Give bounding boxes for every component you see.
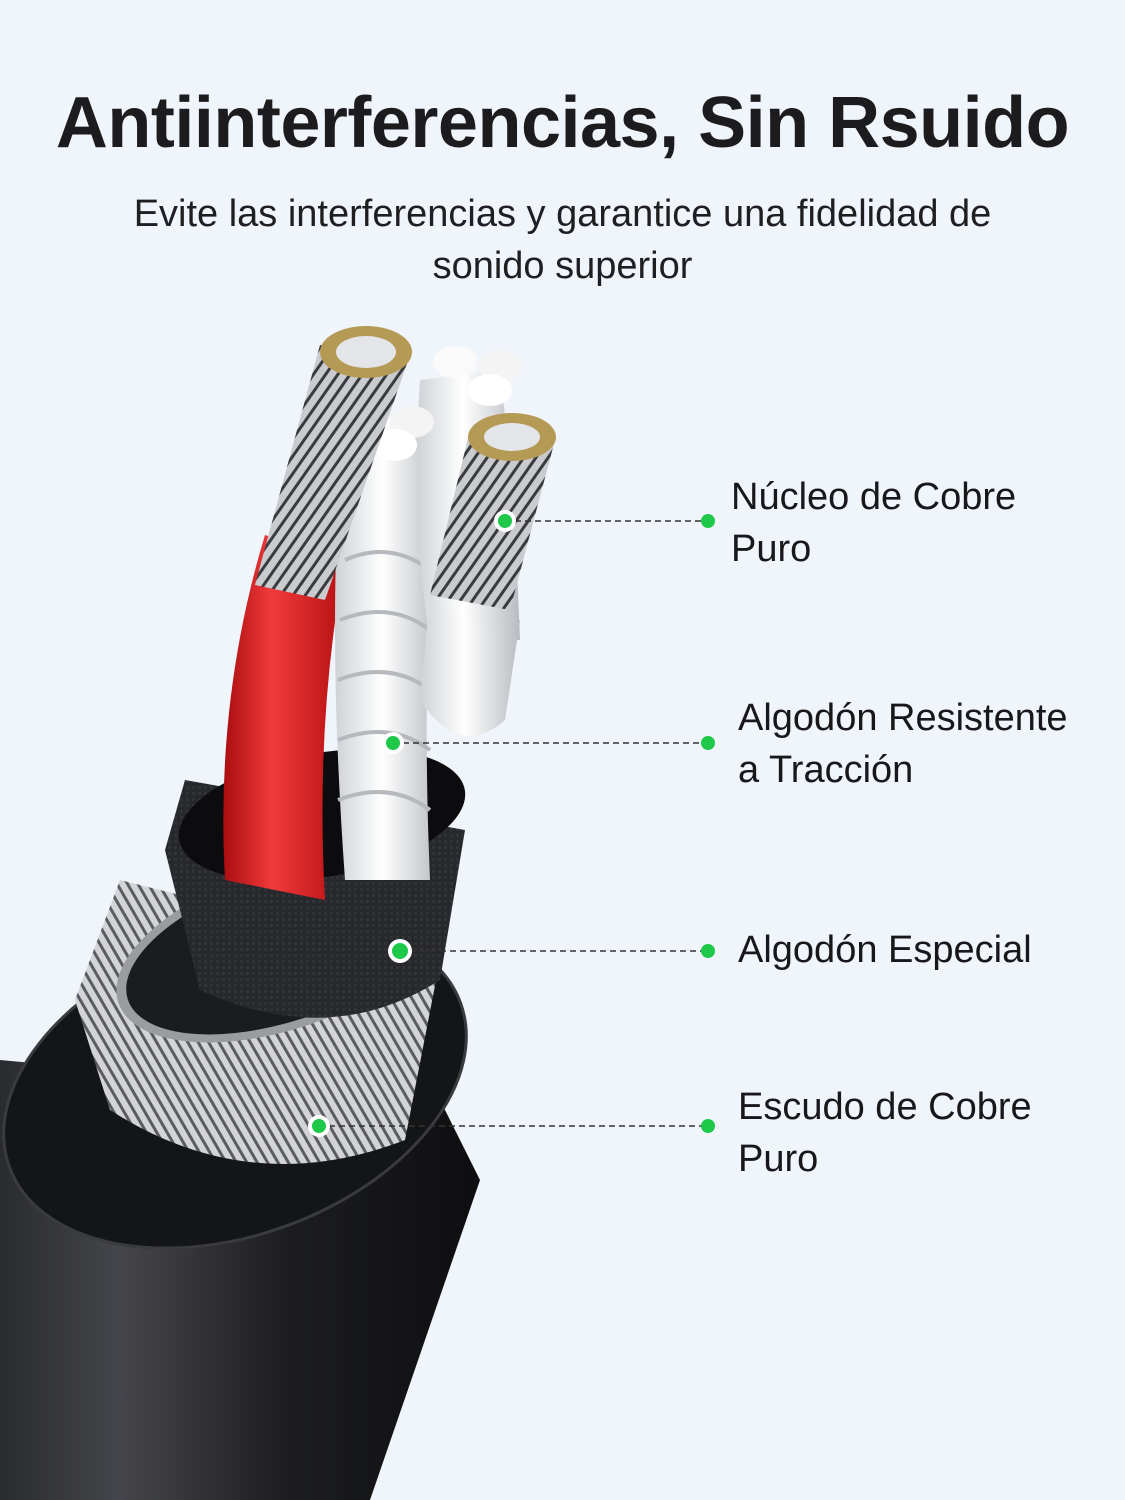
- callout-line-2: a Tracción: [738, 749, 914, 791]
- callout-tensile-cotton: Algodón Resistente a Tracción: [738, 692, 1068, 796]
- callout-line-1: Algodón Especial: [738, 929, 1032, 971]
- callout-line-1: Algodón Resistente: [738, 697, 1068, 739]
- red-conductor: [223, 535, 345, 900]
- page-subtitle: Evite las interferencias y garantice una…: [133, 193, 992, 287]
- copper-core-right: [420, 413, 556, 736]
- callout-end-dots: [701, 514, 715, 1133]
- callout-anchor-dots: [308, 510, 516, 1137]
- callout-line-2: Puro: [738, 1138, 819, 1180]
- callout-line-1: Escudo de Cobre: [738, 1086, 1032, 1128]
- copper-core-left: [255, 326, 412, 600]
- callout-copper-core: Núcleo de Cobre Puro: [731, 471, 1016, 575]
- callout-line-1: Núcleo de Cobre: [731, 476, 1017, 518]
- callout-lines: [319, 520, 708, 1127]
- page-title: Antiinterferencias, Sin Rsuido: [55, 83, 1070, 163]
- callout-copper-shield: Escudo de Cobre Puro: [738, 1081, 1032, 1185]
- callout-special-cotton: Algodón Especial: [738, 924, 1032, 976]
- callout-line-2: Puro: [731, 528, 812, 570]
